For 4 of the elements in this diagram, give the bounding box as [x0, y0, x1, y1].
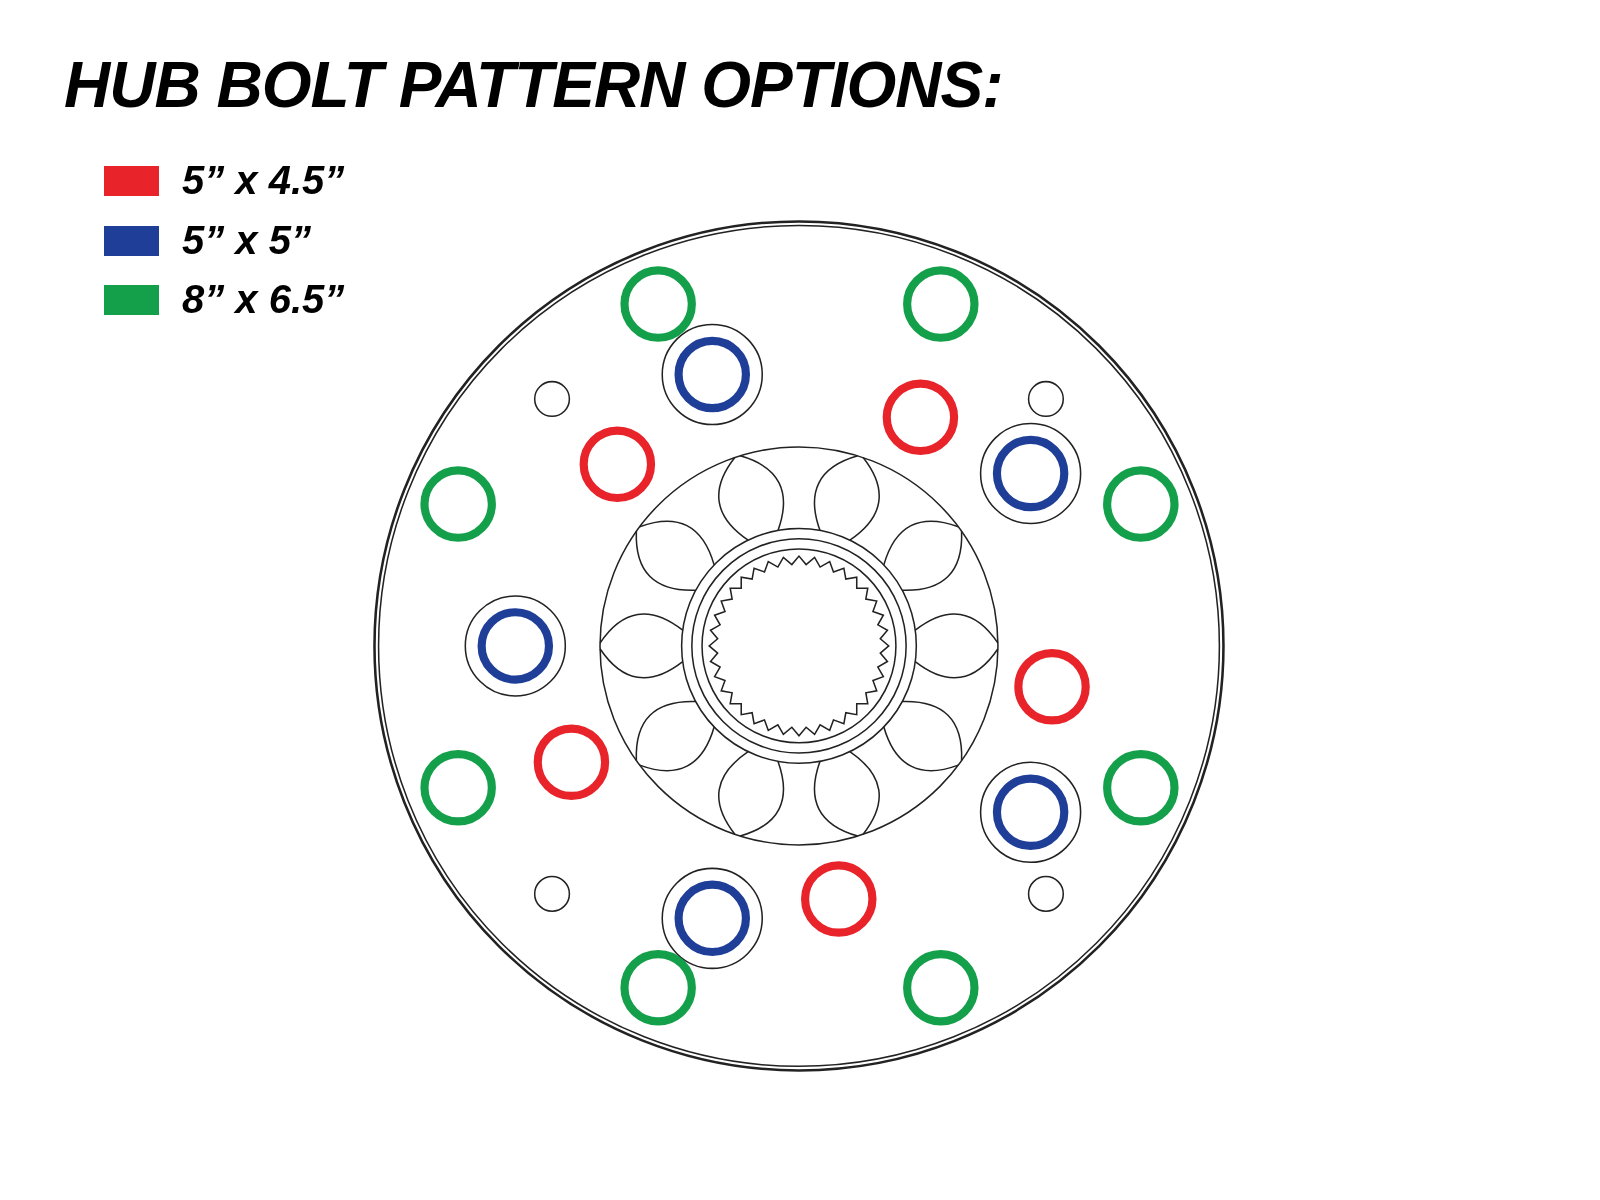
legend-label: 5” x 4.5” [182, 158, 345, 203]
legend-label: 5” x 5” [182, 217, 311, 262]
title: HUB BOLT PATTERN OPTIONS: [64, 48, 1003, 122]
legend-label: 8” x 6.5” [182, 276, 345, 321]
